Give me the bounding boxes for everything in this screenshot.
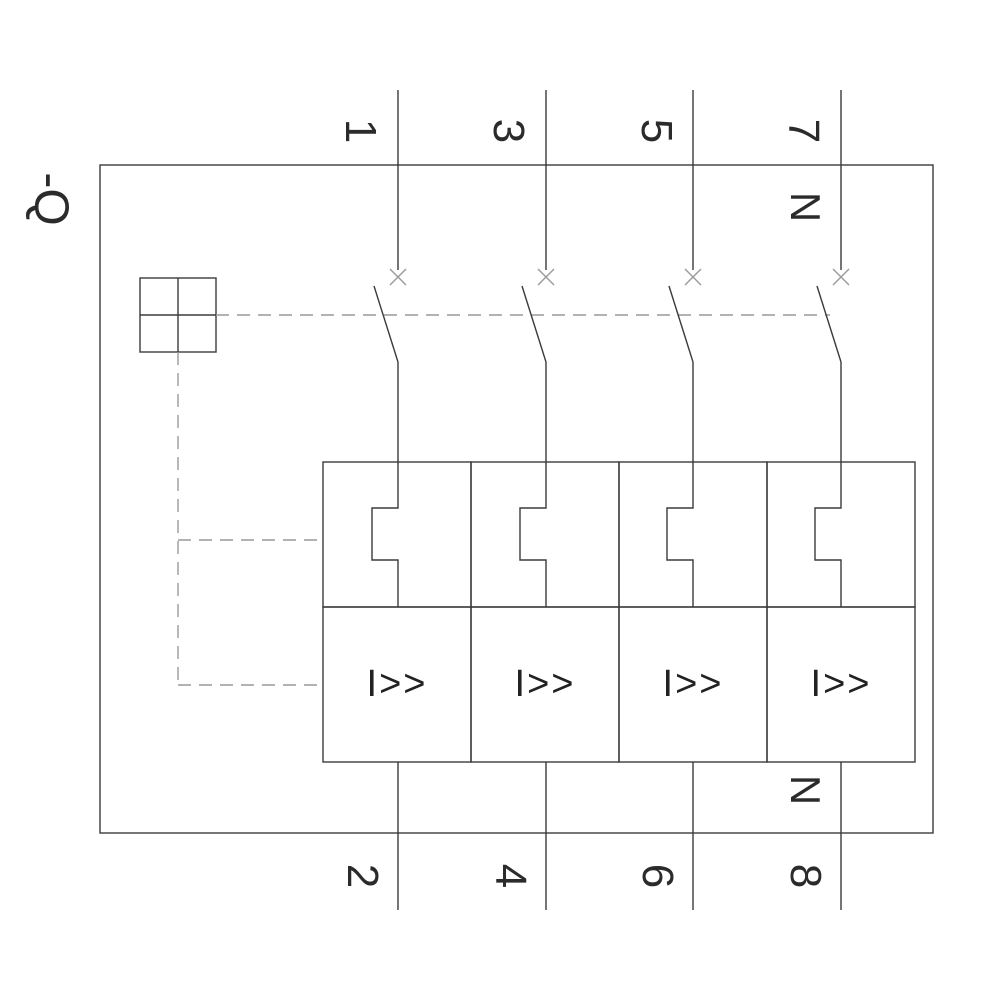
thermal-element — [371, 362, 399, 607]
neutral-label-top: N — [782, 191, 829, 223]
thermal-element — [519, 362, 547, 607]
contact-cross-icon — [684, 268, 702, 286]
terminal-label-4: 4 — [486, 863, 535, 889]
magnetic-trip-symbol-1: I>> — [366, 663, 428, 705]
terminal-label-2: 2 — [338, 863, 387, 889]
neutral-label-bottom: N — [782, 774, 829, 806]
pole-3 — [666, 90, 702, 910]
magnetic-trip-symbol-2: I>> — [514, 663, 576, 705]
thermal-element — [666, 362, 694, 607]
magnetic-box-4 — [766, 606, 916, 763]
thermal-box-1 — [322, 461, 472, 608]
terminal-label-5: 5 — [632, 118, 681, 144]
pole-4 — [814, 90, 850, 910]
switch-blade — [668, 285, 694, 363]
thermal-box-2 — [470, 461, 620, 608]
thermal-element — [814, 362, 842, 607]
actuator-symbol — [139, 277, 217, 353]
terminal-label-7: 7 — [779, 118, 828, 144]
pole-2 — [519, 90, 555, 910]
switch-blade — [373, 285, 399, 363]
breaker-outline — [99, 164, 934, 834]
contact-cross-icon — [537, 268, 555, 286]
terminal-label-8: 8 — [781, 863, 830, 889]
terminal-label-6: 6 — [633, 863, 682, 889]
terminal-label-3: 3 — [484, 118, 533, 144]
magnetic-trip-symbol-4: I>> — [810, 663, 872, 705]
device-tag: -Q — [24, 172, 77, 226]
switch-blade — [816, 285, 842, 363]
magnetic-trip-symbol-3: I>> — [662, 663, 724, 705]
thermal-trip-row — [322, 461, 916, 608]
pole-1 — [371, 90, 407, 910]
switch-blade — [521, 285, 547, 363]
contact-cross-icon — [832, 268, 850, 286]
contact-cross-icon — [389, 268, 407, 286]
magnetic-trip-row — [322, 606, 916, 763]
mechanical-coupling — [177, 314, 830, 686]
terminal-label-1: 1 — [336, 118, 385, 144]
